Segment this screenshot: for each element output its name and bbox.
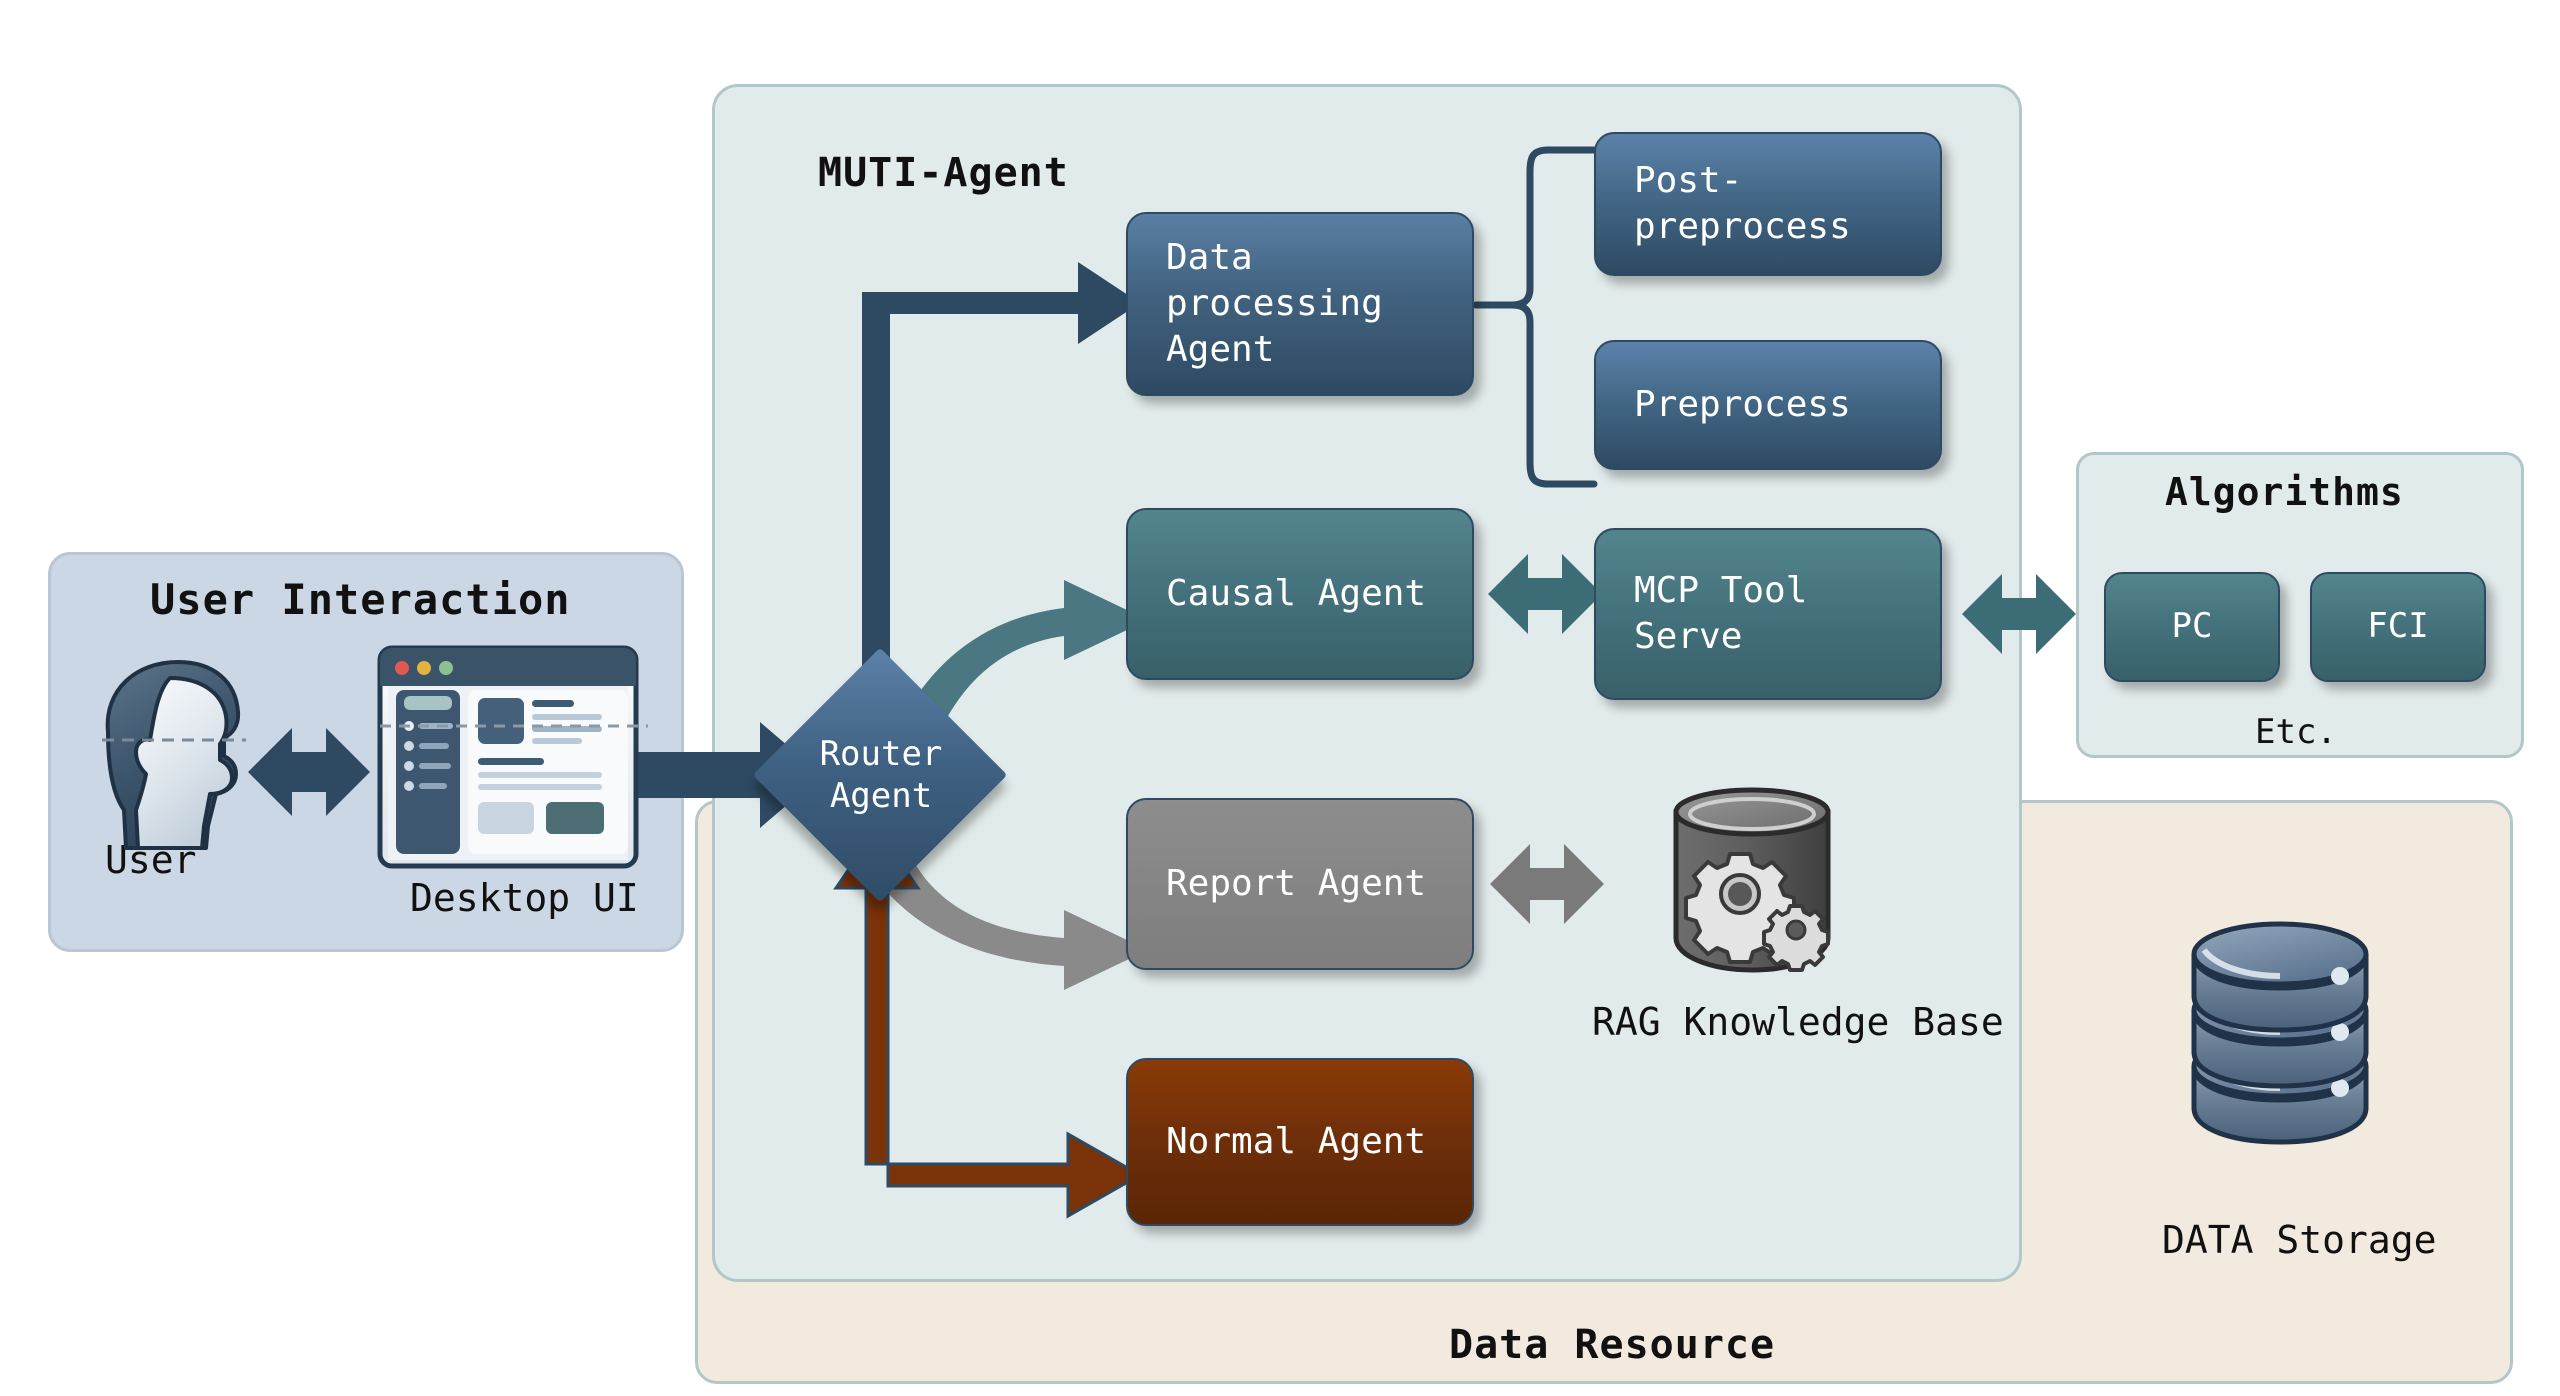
arrow-causal-to-mcp [1488, 554, 1602, 634]
node-preprocess[interactable]: Preprocess [1594, 340, 1942, 470]
arrow-report-to-rag [1490, 844, 1604, 924]
arrow-router-to-report [858, 826, 1148, 990]
node-mcp-tool-serve[interactable]: MCP Tool Serve [1594, 528, 1942, 700]
node-causal-agent[interactable]: Causal Agent [1126, 508, 1474, 680]
desktop-ui-label: Desktop UI [410, 876, 639, 920]
node-label: FCI [2367, 606, 2429, 647]
brace-data-processing-subprocesses [1472, 146, 1598, 488]
node-data-processing-agent[interactable]: Data processing Agent [1126, 212, 1474, 396]
desktop-window-icon [377, 645, 648, 869]
arrow-mcp-to-algorithms [1962, 574, 2076, 654]
node-label: Router Agent [819, 733, 943, 817]
user-head-icon [102, 660, 246, 850]
node-label: Post- preprocess [1634, 159, 1851, 247]
arrow-user-to-desktop [248, 728, 370, 816]
node-label: MCP Tool Serve [1634, 569, 1808, 657]
node-label: Report Agent [1166, 862, 1427, 904]
node-label: Preprocess [1634, 383, 1851, 425]
algorithms-etc-label: Etc. [2255, 712, 2337, 752]
node-label: Causal Agent [1166, 572, 1427, 614]
node-label: Data processing Agent [1166, 236, 1383, 371]
panel-title-multi-agent: MUTI-Agent [818, 150, 1069, 196]
panel-title-user-interaction: User Interaction [150, 575, 571, 624]
node-label: PC [2171, 606, 2213, 647]
node-label: Normal Agent [1166, 1120, 1427, 1162]
data-storage-label: DATA Storage [2162, 1218, 2437, 1262]
node-normal-agent[interactable]: Normal Agent [1126, 1058, 1474, 1226]
panel-title-algorithms: Algorithms [2165, 470, 2404, 514]
node-post-preprocess[interactable]: Post- preprocess [1594, 132, 1942, 276]
panel-title-data-resource: Data Resource [1449, 1322, 1776, 1368]
rag-label: RAG Knowledge Base [1592, 1000, 2004, 1044]
node-router-agent-label: Router Agent [800, 720, 962, 830]
node-report-agent[interactable]: Report Agent [1126, 798, 1474, 970]
node-algorithm-fci[interactable]: FCI [2310, 572, 2486, 682]
database-gears-icon [1673, 787, 1831, 973]
node-algorithm-pc[interactable]: PC [2104, 572, 2280, 682]
arrow-router-to-causal [872, 580, 1148, 798]
arrow-desktop-to-router [636, 722, 822, 828]
database-stack-icon [2191, 921, 2369, 1145]
